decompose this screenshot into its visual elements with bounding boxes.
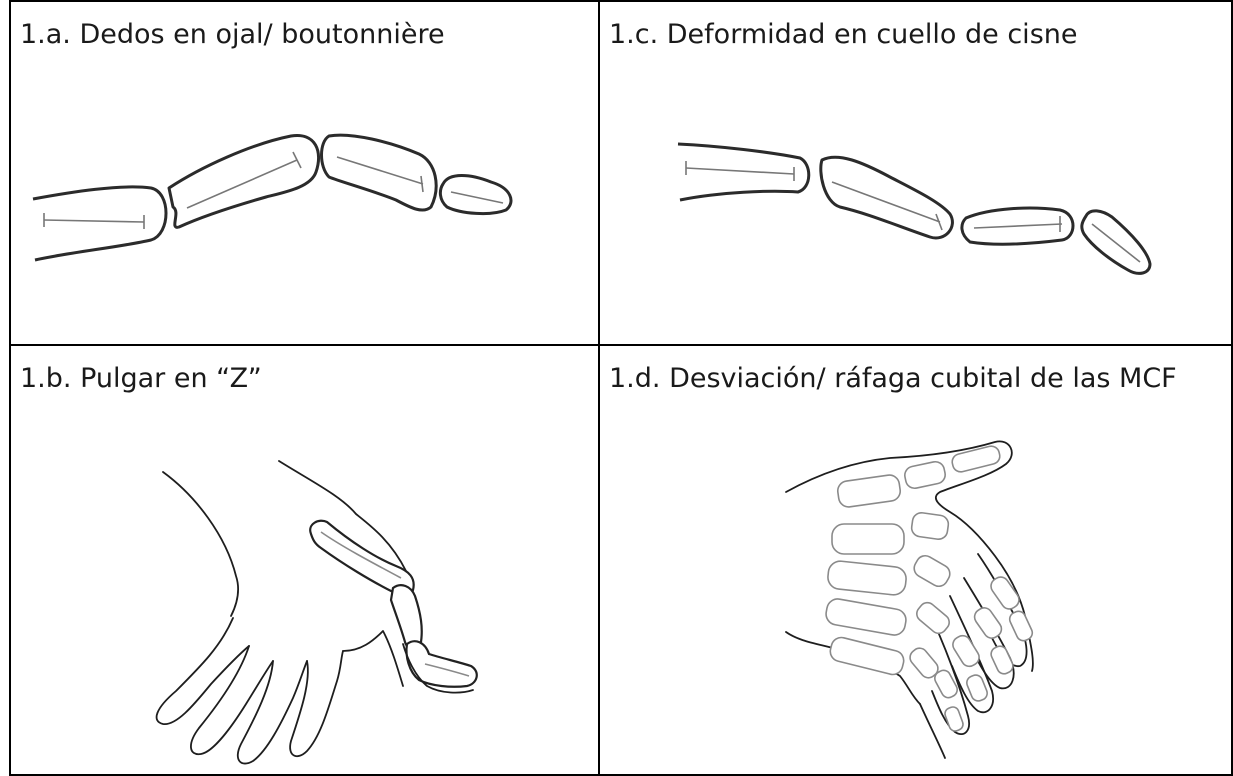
panel-swan-neck: 1.c. Deformidad en cuello de cisne	[600, 2, 1233, 346]
ulnar-deviation-hand-illustration	[600, 346, 1233, 776]
deformity-figure-table: 1.a. Dedos en ojal/ boutonnière 1.c. Def…	[9, 0, 1233, 776]
boutonniere-finger-illustration	[11, 2, 600, 346]
panel-boutonniere: 1.a. Dedos en ojal/ boutonnière	[11, 2, 600, 346]
swan-neck-finger-illustration	[600, 2, 1233, 346]
panel-ulnar-deviation: 1.d. Desviación/ ráfaga cubital de las M…	[600, 346, 1233, 776]
hand-bones	[824, 444, 1034, 732]
panel-z-thumb: 1.b. Pulgar en “Z”	[11, 346, 600, 776]
z-thumb-hand-illustration	[11, 346, 600, 776]
